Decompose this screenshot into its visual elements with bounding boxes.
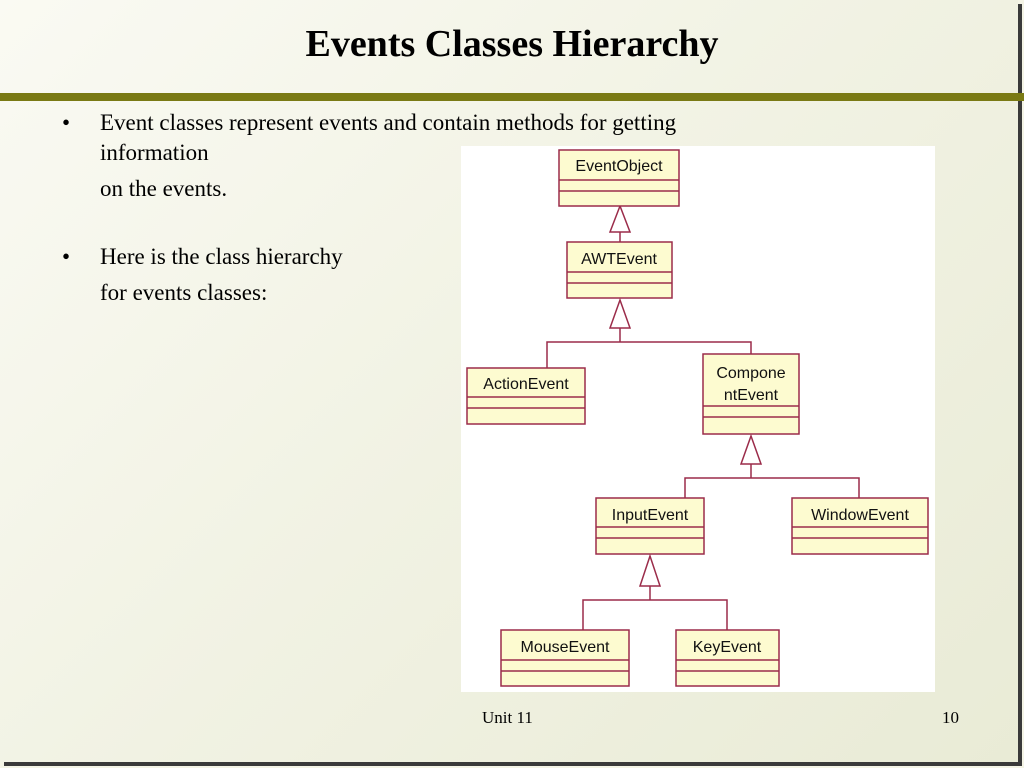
footer-unit-label: Unit 11 [482,708,533,727]
class-name-line: Compone [716,365,785,382]
inheritance-connectors [546,203,860,630]
class-name: WindowEvent [811,507,909,524]
class-name: MouseEvent [521,639,610,656]
bullet-text-line: Event classes represent events and conta… [100,110,677,135]
footer-page-number: 10 [942,708,959,727]
class-box-eventobject: EventObject [558,149,680,207]
uml-diagram-svg: EventObject AWTEvent ActionEvent [466,149,929,687]
class-name: AWTEvent [581,251,657,268]
class-hierarchy-diagram: EventObject AWTEvent ActionEvent [461,146,935,692]
inheritance-arrow [608,297,632,329]
bullet-item: • Event classes represent events and con… [62,108,822,204]
bullet-marker: • [62,110,71,135]
bullet-text-line: on the events. [100,176,228,201]
bullet-text-line: for events classes: [100,280,268,305]
slide-title: Events Classes Hierarchy [305,23,719,65]
inheritance-arrow [638,553,662,587]
class-name: ActionEvent [483,376,569,393]
class-box-keyevent: KeyEvent [675,629,780,687]
class-name: KeyEvent [693,639,762,656]
bullet-item: • Here is the class hierarchy for events… [62,242,822,308]
bullet-list: • Event classes represent events and con… [62,108,822,308]
class-name: InputEvent [612,507,689,524]
bullet-text-line: Here is the class hierarchy [100,244,343,269]
class-name-line: ntEvent [724,387,779,404]
class-box-mouseevent: MouseEvent [500,629,630,687]
bullet-text-line: information [100,140,209,165]
class-box-awtevent: AWTEvent [566,241,673,299]
title-divider [0,93,1024,101]
class-name: EventObject [575,158,663,175]
class-box-componentevent: Compone ntEvent [702,353,800,435]
class-box-inputevent: InputEvent [595,497,705,555]
class-box-actionevent: ActionEvent [466,367,586,425]
inheritance-arrow [608,203,632,233]
connector-component-children [684,477,860,498]
inheritance-arrow [739,433,763,465]
connector-awt-children [546,341,752,368]
bullet-marker: • [62,244,71,269]
connector-input-children [582,599,728,630]
class-box-windowevent: WindowEvent [791,497,929,555]
